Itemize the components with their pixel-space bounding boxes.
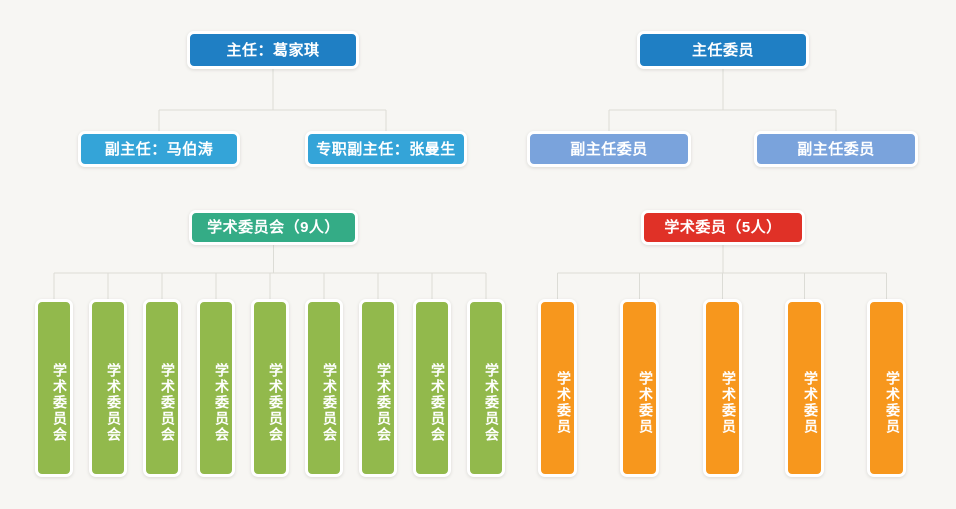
right-member-label-2: 学术委员: [638, 371, 654, 435]
right-member-label-1: 学术委员: [556, 371, 572, 435]
right-committee-node[interactable]: 学术委员（5人）: [641, 210, 805, 245]
left-member-label-9: 学术委员会: [484, 363, 500, 443]
left-member-label-5: 学术委员会: [268, 363, 284, 443]
right-root-node[interactable]: 主任委员: [637, 31, 809, 69]
left-committee-label: 学术委员会（9人）: [207, 219, 340, 236]
left-member-node-6[interactable]: 学术委员会: [305, 299, 343, 477]
left-member-label-2: 学术委员会: [106, 363, 122, 443]
left-deputy-node-1[interactable]: 副主任：马伯涛: [78, 131, 240, 167]
left-member-node-1[interactable]: 学术委员会: [35, 299, 73, 477]
left-member-node-8[interactable]: 学术委员会: [413, 299, 451, 477]
right-member-label-4: 学术委员: [803, 371, 819, 435]
left-member-label-1: 学术委员会: [52, 363, 68, 443]
right-deputy-node-2[interactable]: 副主任委员: [754, 131, 918, 167]
right-member-node-1[interactable]: 学术委员: [538, 299, 577, 477]
left-member-label-8: 学术委员会: [430, 363, 446, 443]
left-member-label-7: 学术委员会: [376, 363, 392, 443]
right-member-node-4[interactable]: 学术委员: [785, 299, 824, 477]
left-deputy-label-2: 专职副主任：张曼生: [316, 140, 456, 158]
right-member-label-3: 学术委员: [721, 371, 737, 435]
left-member-node-7[interactable]: 学术委员会: [359, 299, 397, 477]
right-root-label: 主任委员: [691, 41, 754, 59]
left-member-label-3: 学术委员会: [160, 363, 176, 443]
left-member-node-9[interactable]: 学术委员会: [467, 299, 505, 477]
left-member-label-6: 学术委员会: [322, 363, 338, 443]
right-member-node-3[interactable]: 学术委员: [703, 299, 742, 477]
right-member-node-5[interactable]: 学术委员: [867, 299, 906, 477]
left-member-node-5[interactable]: 学术委员会: [251, 299, 289, 477]
left-committee-node[interactable]: 学术委员会（9人）: [189, 210, 358, 245]
right-member-label-5: 学术委员: [885, 371, 901, 435]
left-deputy-label-1: 副主任：马伯涛: [104, 140, 214, 158]
left-root-label: 主任：葛家琪: [226, 41, 320, 59]
right-deputy-label-1: 副主任委员: [570, 140, 648, 158]
left-member-label-4: 学术委员会: [214, 363, 230, 443]
left-deputy-node-2[interactable]: 专职副主任：张曼生: [305, 131, 467, 167]
right-deputy-node-1[interactable]: 副主任委员: [527, 131, 691, 167]
left-member-node-2[interactable]: 学术委员会: [89, 299, 127, 477]
left-member-node-4[interactable]: 学术委员会: [197, 299, 235, 477]
left-root-node[interactable]: 主任：葛家琪: [187, 31, 359, 69]
right-committee-label: 学术委员（5人）: [664, 219, 782, 236]
right-member-node-2[interactable]: 学术委员: [620, 299, 659, 477]
right-deputy-label-2: 副主任委员: [797, 140, 875, 158]
left-member-node-3[interactable]: 学术委员会: [143, 299, 181, 477]
